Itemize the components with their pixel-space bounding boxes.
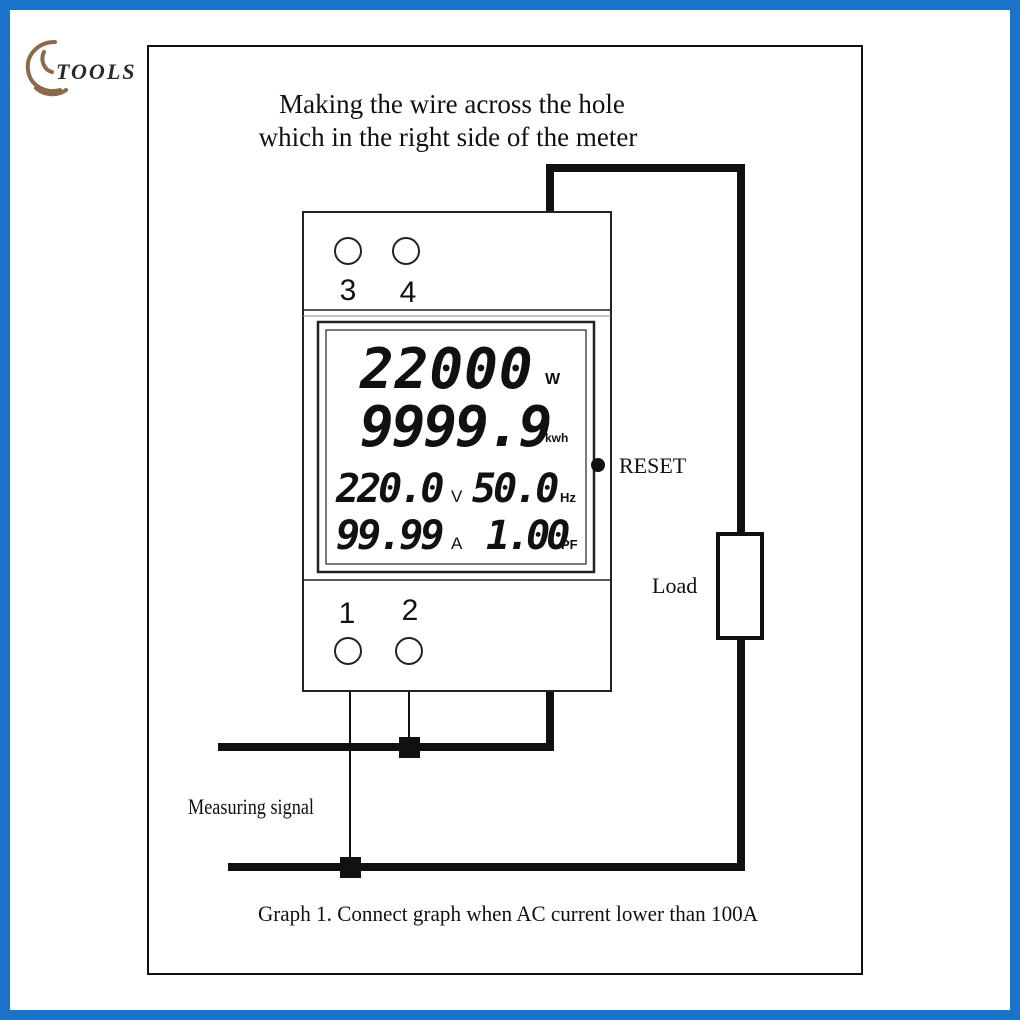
- lcd-current-unit: A: [451, 534, 463, 553]
- wire-through-meter: [546, 164, 745, 532]
- lcd-voltage-value: 220.0: [335, 466, 443, 512]
- wire-load-to-return: [228, 640, 745, 871]
- lcd-energy-unit: kwh: [545, 431, 568, 445]
- load-label: Load: [652, 573, 697, 598]
- lcd-power-unit: W: [545, 371, 561, 388]
- reset-label: RESET: [619, 453, 687, 478]
- wires: [218, 164, 745, 871]
- lcd-energy-value: 9999.9: [360, 395, 550, 460]
- logo-text: TOOLS: [56, 59, 137, 84]
- logo-swirl-icon: [25, 40, 68, 97]
- energy-meter: 3 4 1 2 22000 W 9999.9 kwh 220.0 V 50.0 …: [302, 211, 612, 692]
- caption-bottom: Graph 1. Connect graph when AC current l…: [258, 901, 758, 926]
- load-resistor: [716, 532, 764, 640]
- terminal-3: [334, 237, 362, 265]
- terminal-1: [334, 637, 362, 665]
- lcd-frequency-unit: Hz: [560, 490, 576, 505]
- lcd-screen: [316, 320, 596, 574]
- terminal-4: [392, 237, 420, 265]
- lcd-pf-value: 1.00: [486, 513, 569, 559]
- reset-button[interactable]: [591, 458, 605, 472]
- lcd-pf-unit: PF: [561, 537, 578, 552]
- diagram-border: [147, 45, 863, 975]
- terminal-4-label: 4: [400, 276, 417, 309]
- wire-supply-line: [218, 692, 554, 751]
- caption-top-line2: which in the right side of the meter: [259, 122, 638, 152]
- terminal-1-label: 1: [339, 597, 356, 630]
- terminal-2-label: 2: [402, 594, 419, 627]
- lcd-voltage-unit: V: [451, 487, 463, 506]
- lcd-current-value: 99.99: [336, 513, 443, 559]
- terminal-3-label: 3: [340, 274, 357, 307]
- junction-bottom: [340, 857, 361, 878]
- logo: TOOLS: [25, 40, 137, 97]
- junction-top: [399, 737, 420, 758]
- lcd-inner: [325, 329, 587, 565]
- lcd-power-value: 22000: [359, 337, 534, 402]
- signal-wires: [349, 692, 410, 860]
- measuring-signal-label: Measuring signal: [188, 794, 314, 819]
- terminal-2: [395, 637, 423, 665]
- caption-top-line1: Making the wire across the hole: [279, 89, 625, 119]
- lcd-frequency-value: 50.0: [472, 466, 558, 512]
